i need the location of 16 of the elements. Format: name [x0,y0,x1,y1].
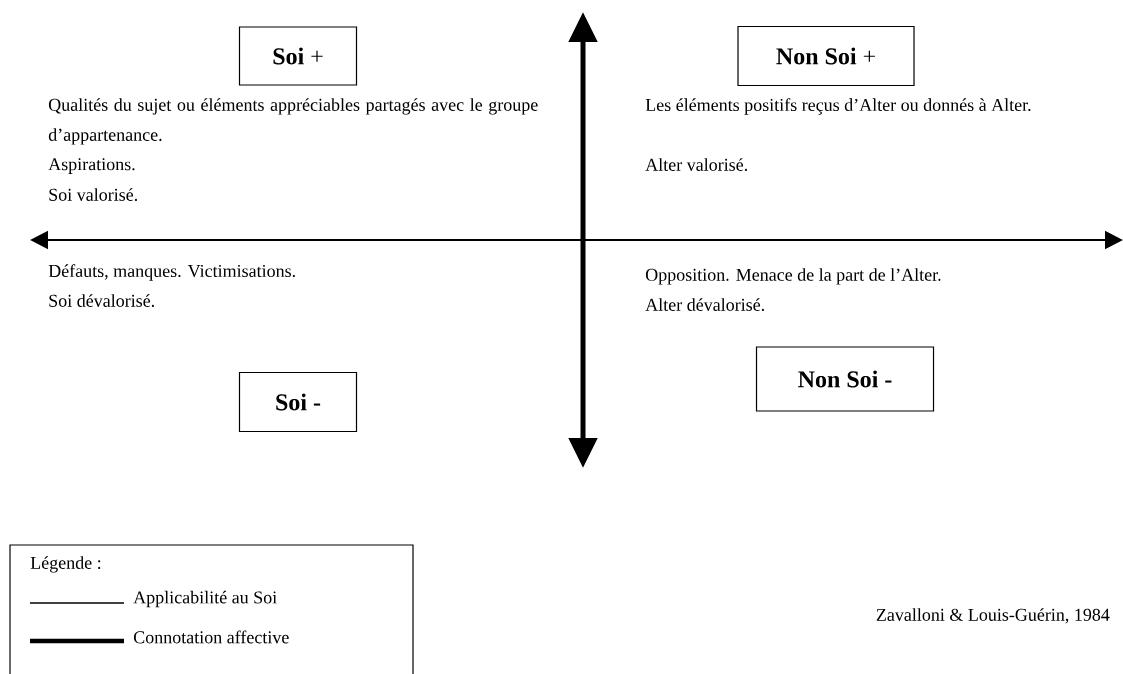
quadrant-text: Zavalloni & Louis-Guérin, 1984 [876,608,1110,624]
quadrant-box: Non Soi + [737,25,915,87]
quadrant-text: Soi valorisé. [49,188,137,201]
legend-text: Applicabilité au Soi [133,590,277,608]
quadrant-box: Soi - [238,371,358,433]
quadrant-text: Soi dévalorisé. [49,294,154,307]
quadrant-text: Alter dévalorisé. [645,298,764,311]
quadrant-box: Non Soi - [755,346,935,412]
quadrant-box: Soi + [238,26,358,86]
legend-text: Connotation affective [133,630,289,644]
quadrant-text: Opposition. Menace de la part de l’Alter. [645,268,941,285]
quadrant-text: Défauts, manques. Victimisations. [48,264,295,281]
quadrant-text: Légende : [30,556,101,573]
quadrant-text: Qualités du sujet ou éléments appréciables partagés avec le groupe d’appartenance. [48,98,538,145]
quadrant-text: Aspirations. [48,158,135,174]
quadrant-text: Alter valorisé. [645,158,747,171]
